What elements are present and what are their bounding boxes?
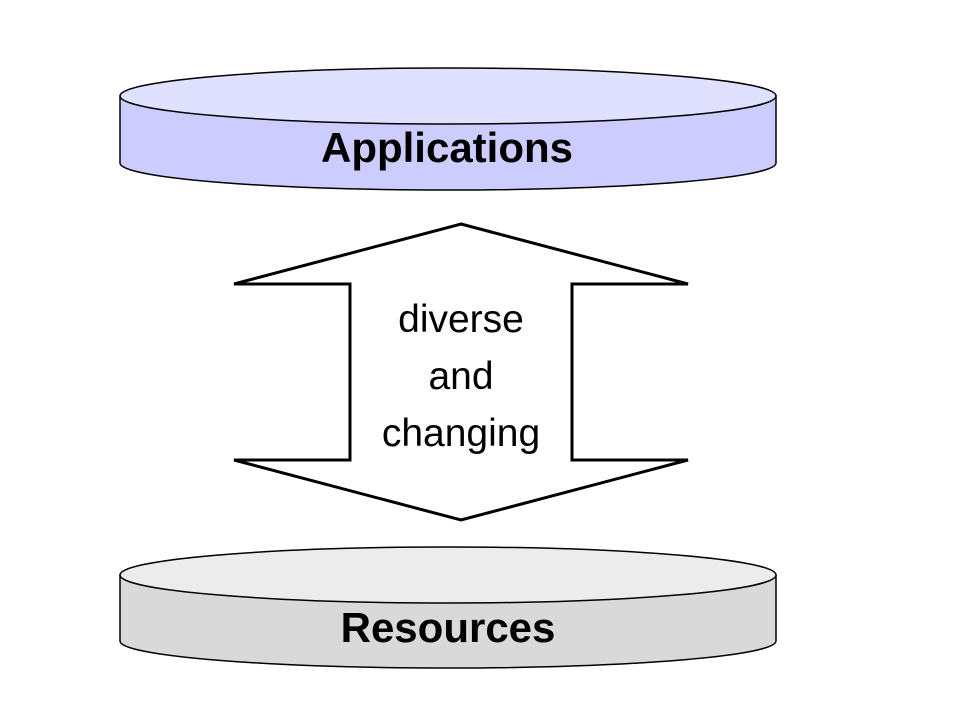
applications-disk: Applications [119,67,777,191]
arrow-label-line-3: changing [382,412,540,455]
arrow-label-line-1: diverse [398,298,524,341]
resources-label: Resources [341,604,556,651]
bidirectional-arrow: diverse and changing [233,222,689,522]
resources-disk: Resources [119,546,777,669]
applications-label: Applications [321,124,573,171]
arrow-label-line-2: and [428,355,493,398]
double-arrow-shape [233,222,689,522]
applications-disk-top [119,67,777,125]
resources-disk-top [119,546,777,604]
